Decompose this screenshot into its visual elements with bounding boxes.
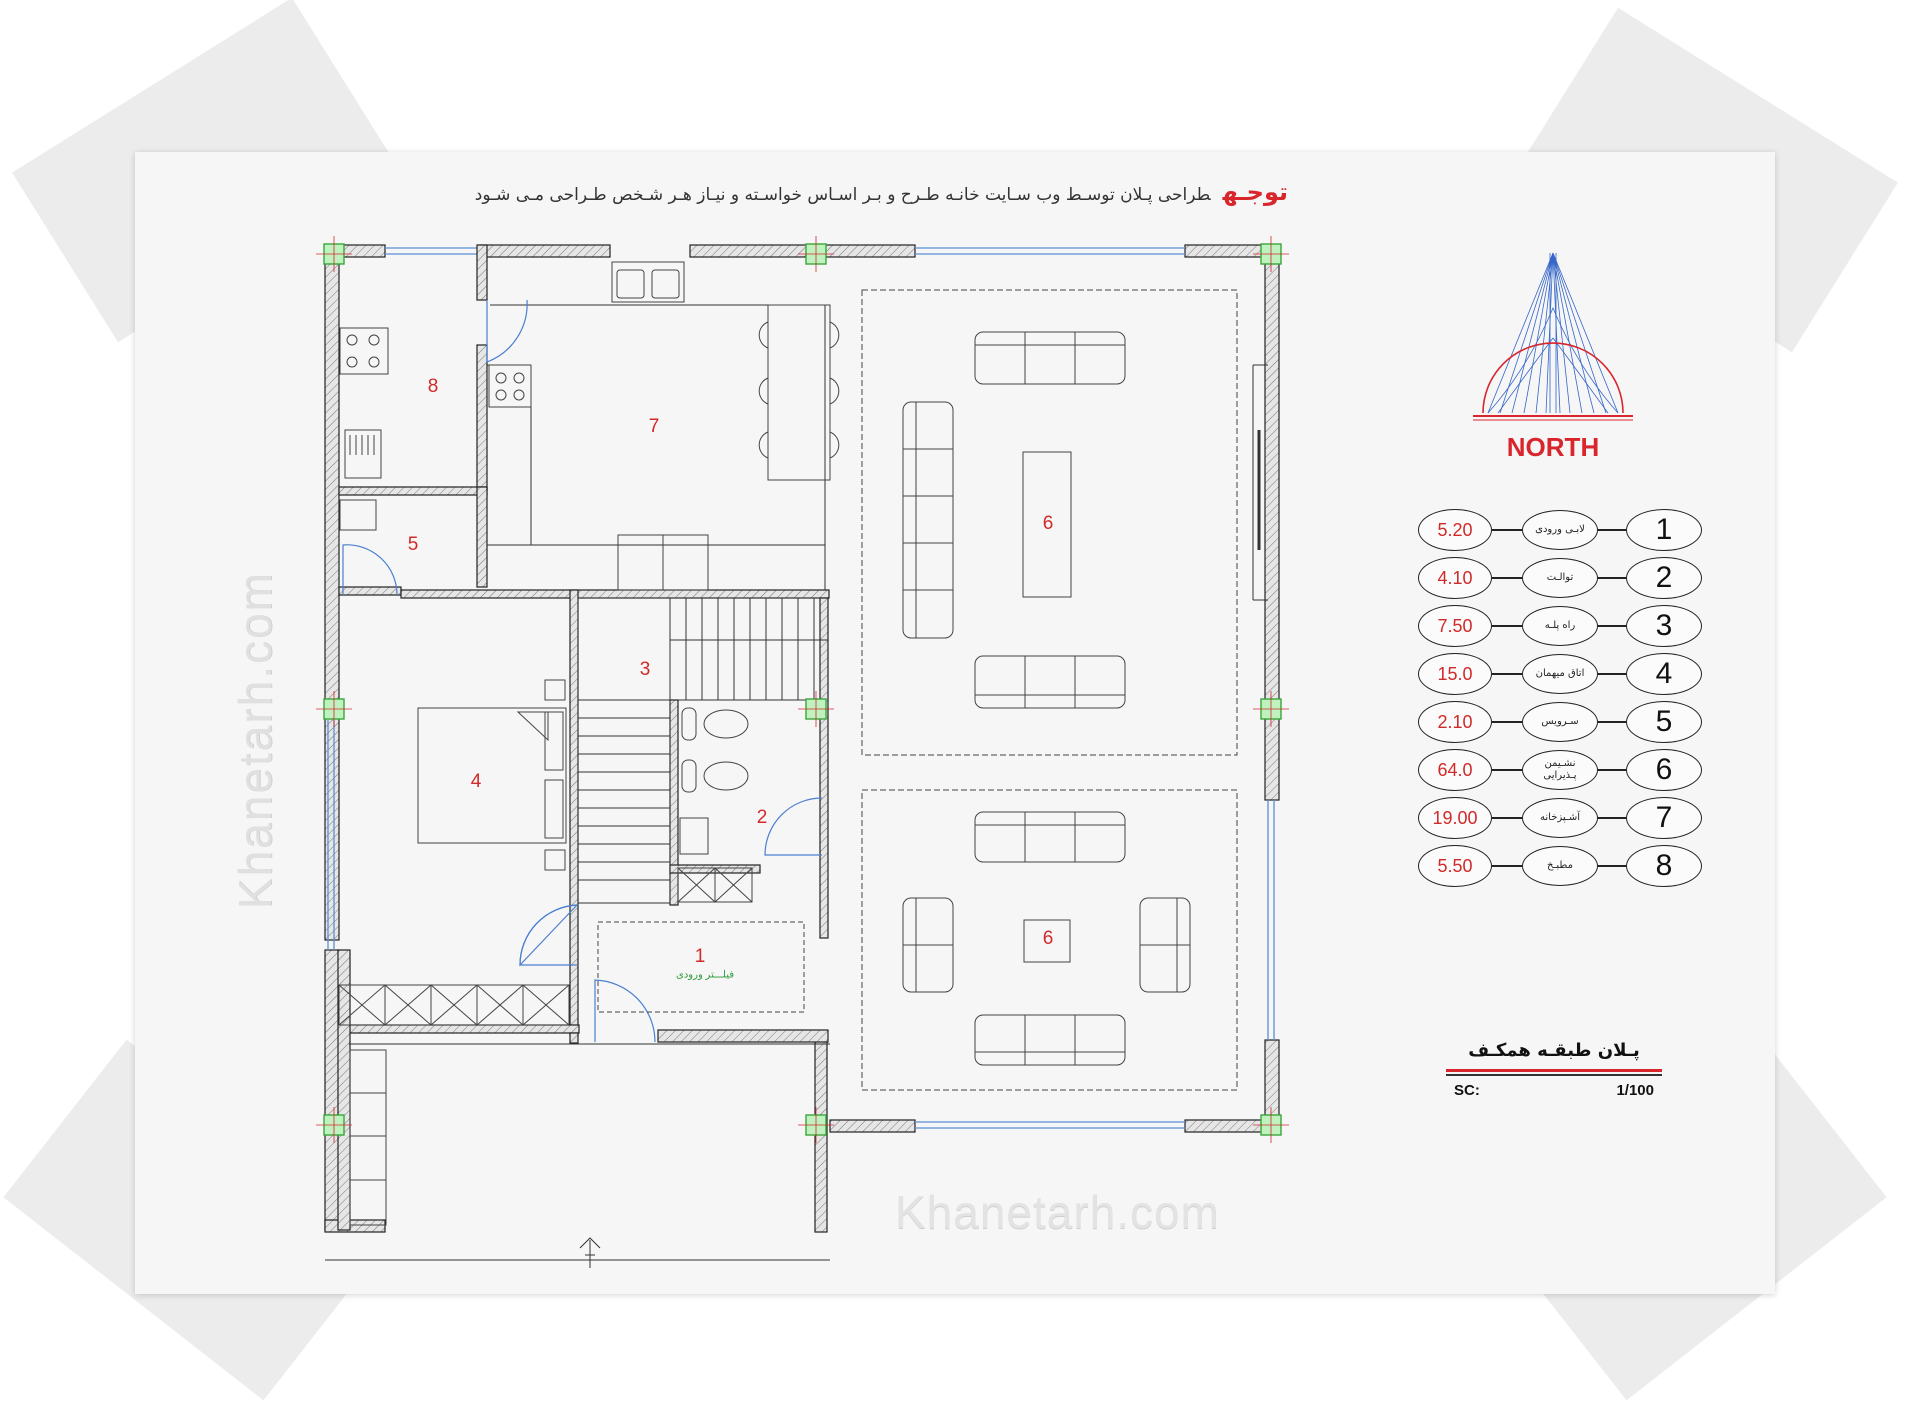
north-arrow-icon	[1473, 252, 1633, 421]
legend-name: آشـپزخانه	[1522, 798, 1598, 838]
legend-row: 4.10 توالـت 2	[1418, 557, 1708, 601]
entry-sublabel: فیلـــتر ورودی	[676, 969, 734, 981]
watermark-vertical: Khanetarh.com	[229, 571, 281, 909]
legend-area: 64.0	[1418, 749, 1492, 791]
room-number-6-living: 6	[1042, 513, 1054, 534]
legend-row: 5.20 لابـی ورودی 1	[1418, 509, 1708, 553]
legend-area: 15.0	[1418, 653, 1492, 695]
windows	[327, 247, 1275, 1129]
watermark-horizontal: Khanetarh.com	[895, 1186, 1220, 1238]
thin-lines	[325, 304, 1268, 1261]
exterior-walls	[324, 244, 1280, 1233]
legend-number: 8	[1626, 845, 1702, 887]
title-underline-dark	[1446, 1074, 1662, 1076]
legend-row: 7.50 راه پلـه 3	[1418, 605, 1708, 649]
legend-number: 7	[1626, 797, 1702, 839]
note-label: توجـه	[1222, 178, 1288, 206]
room-number-6-dining: 6	[1042, 928, 1054, 949]
legend-name: لابـی ورودی	[1522, 510, 1598, 550]
north-label: NORTH	[1506, 432, 1600, 462]
legend-name: راه پلـه	[1522, 606, 1598, 646]
legend-area: 4.10	[1418, 557, 1492, 599]
doors	[342, 299, 823, 1043]
column-axes	[316, 236, 1289, 1143]
plan-title: پـلان طبقـه همکـف	[1468, 1040, 1640, 1061]
legend-area: 5.20	[1418, 509, 1492, 551]
legend-row: 15.0 اتاق میهمان 4	[1418, 653, 1708, 697]
room-number-2: 2	[756, 807, 768, 828]
legend-area: 5.50	[1418, 845, 1492, 887]
legend-row: 19.00 آشـپزخانه 7	[1418, 797, 1708, 841]
legend-name: توالـت	[1522, 558, 1598, 598]
legend-number: 4	[1626, 653, 1702, 695]
design-note: توجـه طراحی پـلان توسـط وب سـایت خانـه طـ…	[475, 178, 1288, 206]
legend-row: 5.50 مطبـخ 8	[1418, 845, 1708, 889]
room-number-4: 4	[470, 771, 482, 792]
living-zones	[861, 289, 1238, 1091]
legend-area: 19.00	[1418, 797, 1492, 839]
scale-row: SC: 1/100	[1446, 1082, 1662, 1099]
room-number-3: 3	[639, 659, 651, 680]
legend-number: 5	[1626, 701, 1702, 743]
legend-name: اتاق میهمان	[1522, 654, 1598, 694]
room-number-1: 1	[694, 946, 706, 967]
room-number-7: 7	[648, 416, 660, 437]
legend-area: 2.10	[1418, 701, 1492, 743]
legend-name: سـرویس	[1522, 702, 1598, 742]
room-number-5: 5	[407, 534, 419, 555]
legend-number: 1	[1626, 509, 1702, 551]
scale-label: SC:	[1454, 1082, 1480, 1099]
kitchen-fixtures	[339, 261, 840, 591]
stairs	[577, 597, 828, 904]
columns	[323, 243, 1282, 1136]
title-underline-red	[1446, 1069, 1662, 1072]
legend-name: مطبـخ	[1522, 846, 1598, 886]
title-block: پـلان طبقـه همکـف SC: 1/100	[1446, 1040, 1662, 1099]
legend-area: 7.50	[1418, 605, 1492, 647]
entrance-arrow-icon	[579, 1237, 601, 1268]
legend-number: 3	[1626, 605, 1702, 647]
legend-row: 2.10 سـرویس 5	[1418, 701, 1708, 745]
legend-number: 2	[1626, 557, 1702, 599]
room-number-8: 8	[427, 376, 439, 397]
note-text: طراحی پـلان توسـط وب سـایت خانـه طـرح و …	[474, 185, 1211, 205]
scale-value: 1/100	[1616, 1082, 1654, 1099]
legend-number: 6	[1626, 749, 1702, 791]
legend-name: نشـیمن پـذیرایی	[1522, 750, 1598, 790]
drawing-sheet	[135, 152, 1775, 1294]
interior-walls	[337, 244, 830, 1231]
legend-row: 64.0 نشـیمن پـذیرایی 6	[1418, 749, 1708, 793]
bedroom-bath-fixtures	[338, 499, 805, 1226]
